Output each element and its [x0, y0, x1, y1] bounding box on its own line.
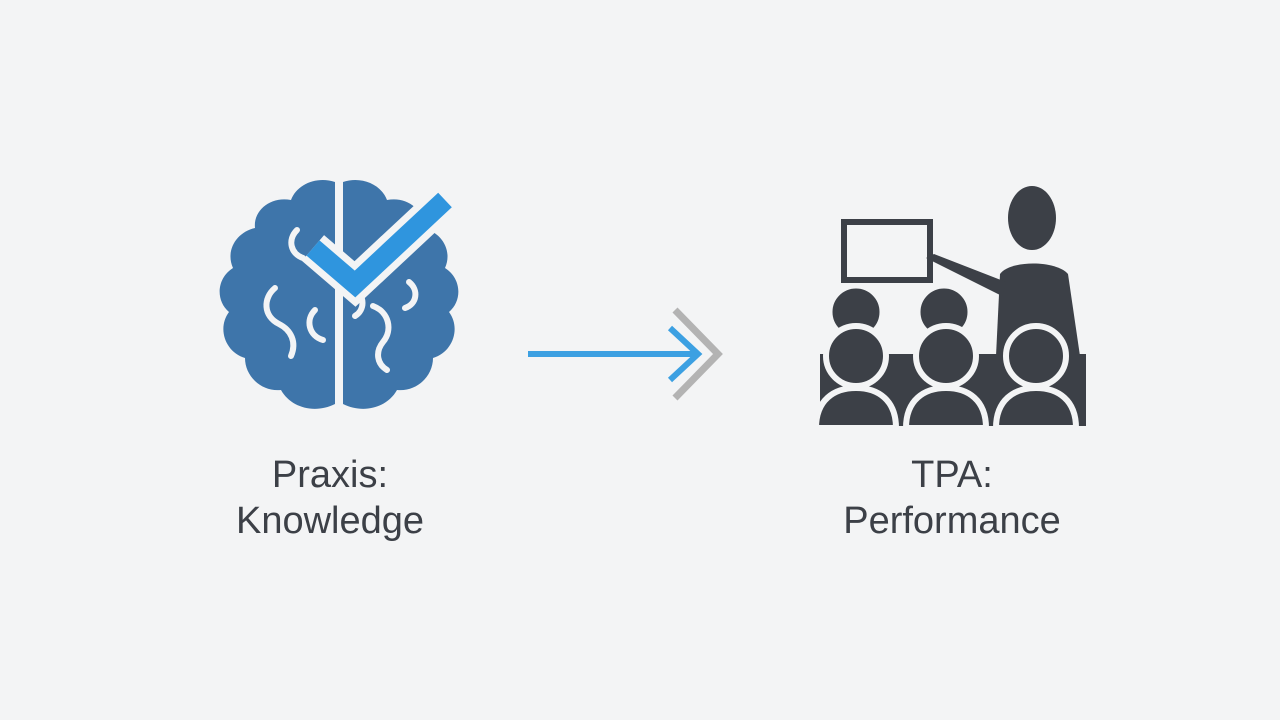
arrow-right-icon	[528, 307, 723, 401]
tpa-label-line2: Performance	[843, 500, 1061, 542]
praxis-label: Praxis: Knowledge	[150, 452, 510, 544]
tpa-label: TPA: Performance	[772, 452, 1132, 544]
praxis-label-line1: Praxis:	[271, 454, 389, 496]
brain-check-icon	[219, 180, 459, 409]
tpa-label-line1: TPA:	[911, 454, 993, 496]
teacher-presenting-icon	[812, 186, 1086, 431]
praxis-label-line2: Knowledge	[235, 500, 425, 542]
